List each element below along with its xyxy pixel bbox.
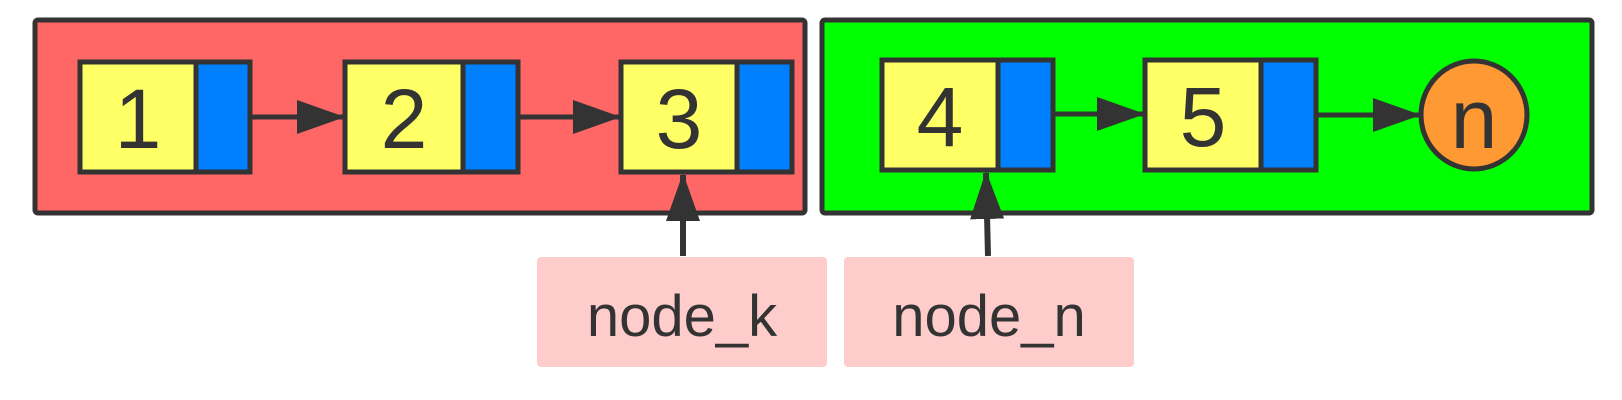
node-value-cell — [77, 59, 199, 175]
end-node-circle — [1418, 58, 1530, 172]
pointer-label-box-node-n — [844, 257, 1134, 367]
node-next-cell — [1258, 57, 1319, 173]
node-next-cell — [995, 57, 1056, 173]
list-node-4: 4 — [879, 57, 1056, 173]
node-value-label: 4 — [917, 70, 964, 164]
pointer-arrow-node-n — [970, 171, 1005, 257]
list-node-2: 2 — [342, 59, 521, 175]
pointer-label-node-n: node_n — [892, 284, 1086, 349]
pointer-label-node-k: node_k — [587, 284, 778, 349]
list-node-5: 5 — [1142, 57, 1319, 173]
node-value-cell — [879, 57, 1001, 173]
node-next-cell — [734, 59, 795, 175]
node-value-cell — [1142, 57, 1264, 173]
list-node-3: 3 — [618, 59, 795, 175]
node-value-label: 2 — [381, 72, 428, 166]
node-value-label: 3 — [656, 72, 703, 166]
pointer-label-box-node-k — [537, 257, 827, 367]
end-node-label: n — [1451, 72, 1498, 166]
node-value-label: 1 — [115, 72, 162, 166]
node-value-label: 5 — [1180, 70, 1227, 164]
list-end-node: n — [1418, 58, 1530, 172]
node-next-cell — [193, 59, 253, 175]
list-node-1: 1 — [77, 59, 253, 175]
node-next-cell — [460, 59, 521, 175]
